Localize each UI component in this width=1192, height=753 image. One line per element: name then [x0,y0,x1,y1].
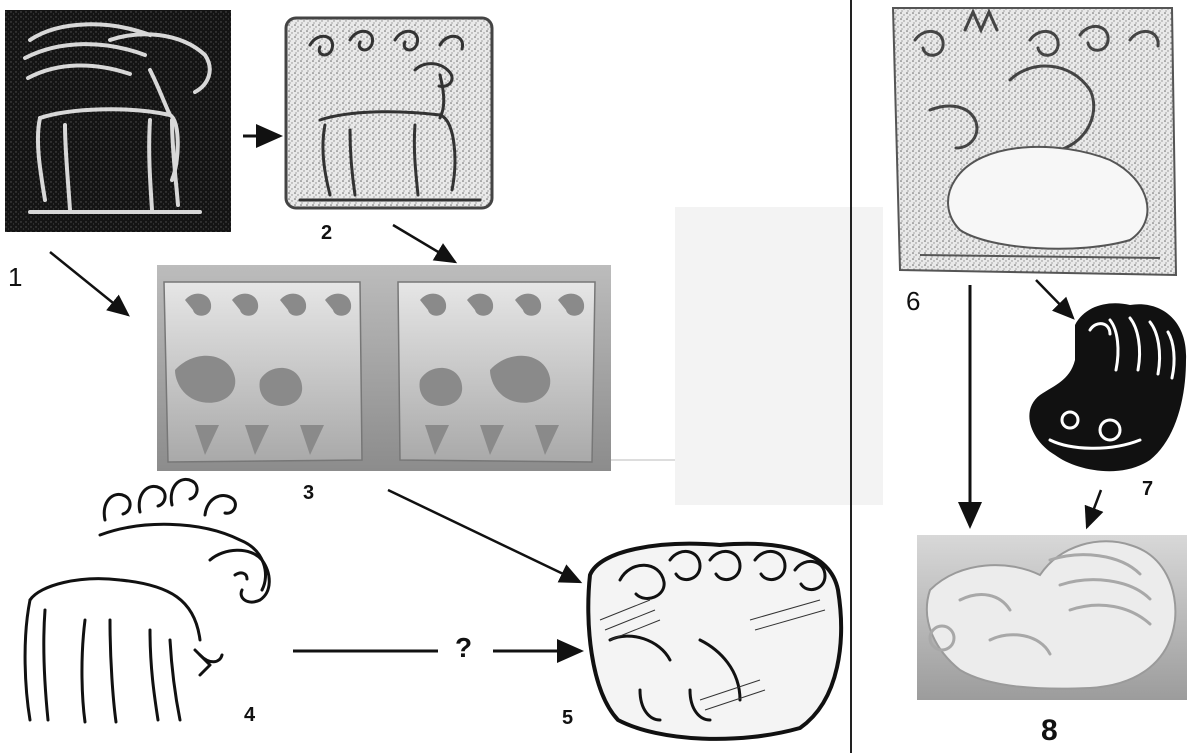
arrow-2-to-3 [393,225,455,262]
image-6-stippled-plaque [893,8,1176,275]
arrow-6-to-7 [1036,280,1073,318]
arrow-7-to-8 [1087,490,1101,527]
image-1-plaque [5,10,231,232]
label-7: 7 [1142,478,1153,501]
image-8-cast-photo [917,535,1187,700]
image-2-deer-drawing [286,18,492,208]
image-7-silhouette [1029,303,1186,471]
label-6: 6 [906,286,920,317]
label-1: 1 [8,262,22,293]
label-3: 3 [303,482,314,505]
label-4: 4 [244,704,255,727]
image-3-plaques-photo [157,265,611,471]
image-5-hatched-drawing [588,544,841,739]
image-4-elk-drawing [25,479,269,722]
arrow-1-to-3 [50,252,128,315]
arrow-3-to-5 [388,490,580,582]
label-5: 5 [562,707,573,730]
label-8: 8 [1041,714,1058,748]
question-mark: ? [455,632,472,664]
label-2: 2 [321,222,332,245]
